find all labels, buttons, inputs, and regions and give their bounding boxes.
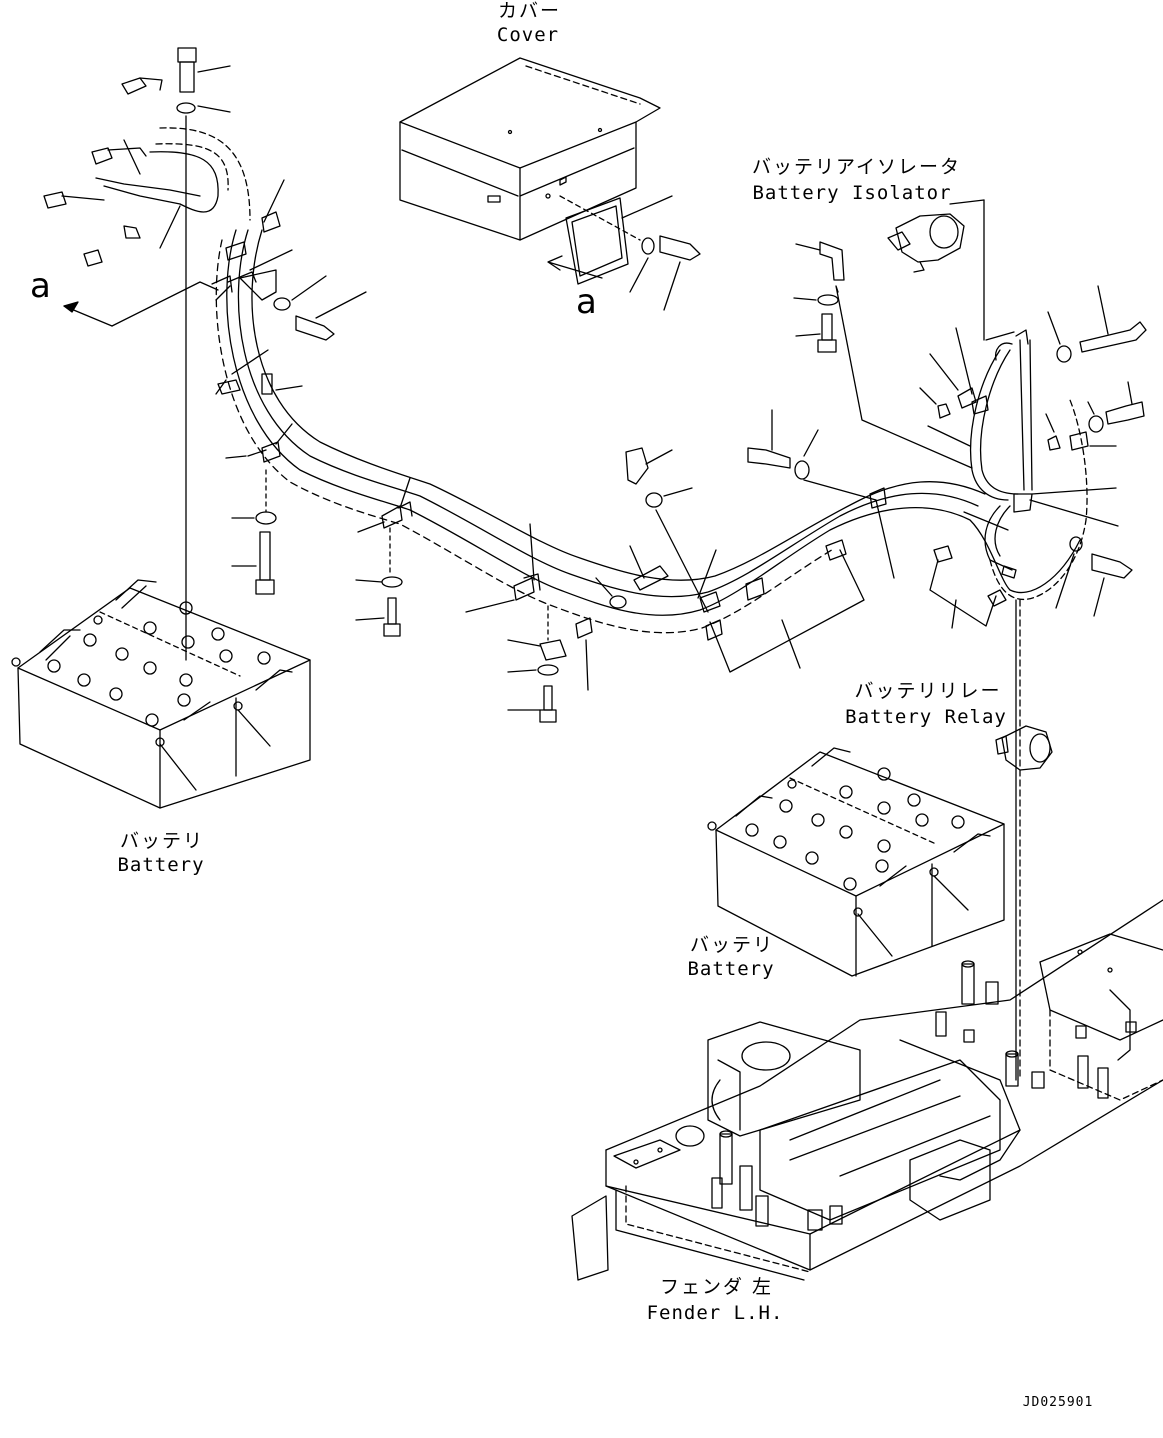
cover-label-en: Cover [496, 24, 560, 46]
battery-relay-part [995, 725, 1053, 771]
harness-clamps [211, 241, 1089, 641]
cover-panel [399, 57, 661, 241]
left-battery [11, 579, 311, 809]
view-arrow-left [63, 281, 219, 327]
battery-isolator-label-en: Battery Isolator [752, 182, 952, 204]
cover-label-jp: カバー [498, 0, 562, 22]
drawing-code: JD025901 [1022, 1395, 1094, 1410]
callout-brackets [239, 269, 997, 673]
frame-posts [613, 960, 1109, 1231]
fender-label-jp: フェンダ 左 [660, 1276, 774, 1298]
isolator-hardware [1047, 285, 1147, 617]
battery-left-label-en: Battery [117, 854, 205, 876]
right-battery [707, 747, 1005, 977]
battery-relay-label-jp: バッテリリレー [854, 680, 1002, 702]
left-hardware [215, 179, 367, 595]
fender-label-en: Fender L.H. [646, 1302, 784, 1324]
cover-plate [547, 195, 701, 311]
middle-hardware [355, 447, 717, 723]
left-terminals [43, 77, 251, 267]
alignment-lines [185, 115, 1021, 1081]
right-hardware [747, 241, 957, 669]
battery-relay-label-en: Battery Relay [845, 706, 1007, 728]
fender-frame [571, 899, 1163, 1281]
view-mark-a-cover: a [576, 282, 598, 322]
battery-left-label-jp: バッテリ [119, 830, 204, 852]
main-cable-harness [215, 229, 1088, 634]
battery-right-label-en: Battery [687, 958, 775, 980]
battery-isolator-label-jp: バッテリアイソレータ [752, 156, 962, 178]
top-left-bolt [176, 47, 231, 114]
view-mark-a-left: a [30, 266, 52, 306]
battery-right-label-jp: バッテリ [689, 934, 774, 956]
isolator-harness [919, 327, 1119, 579]
battery-isolator-part [887, 199, 985, 341]
